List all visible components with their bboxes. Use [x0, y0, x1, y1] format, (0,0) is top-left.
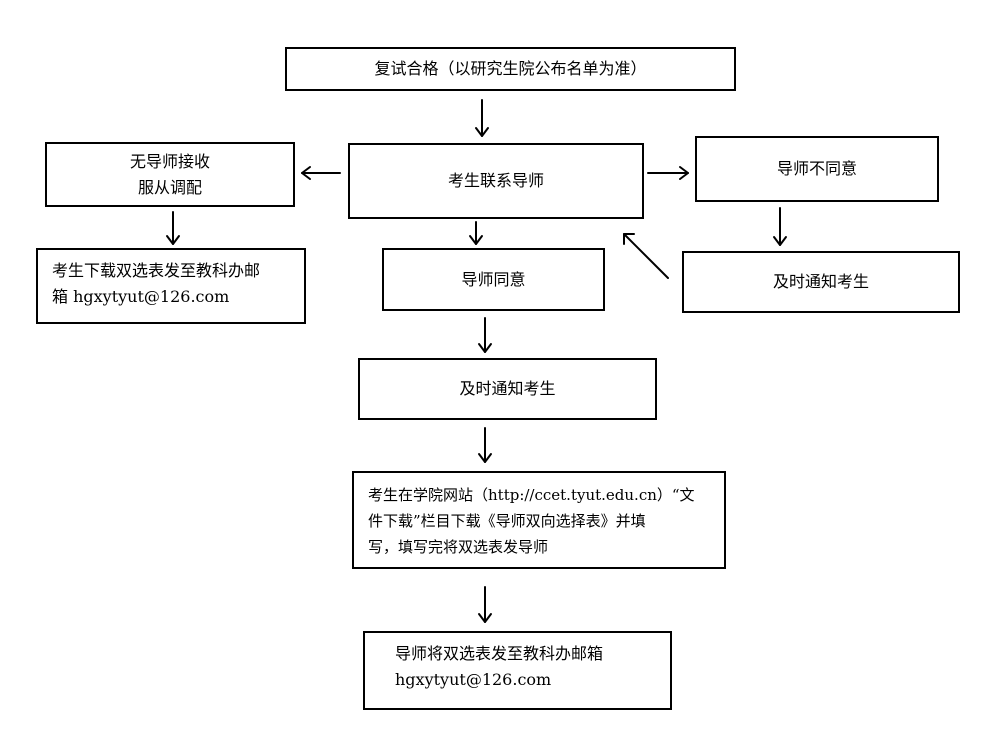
step-notify-student: 及时通知考生	[358, 358, 657, 420]
step-notify-student-text: 及时通知考生	[459, 379, 556, 398]
step-download-form-line-1: 考生在学院网站（http://ccet.tyut.edu.cn）“文	[368, 486, 695, 504]
step-contact-supervisor: 考生联系导师	[348, 143, 644, 219]
step-no-supervisor-line-1: 无导师接收	[129, 151, 210, 171]
step-no-supervisor-line-2: 服从调配	[137, 177, 202, 197]
step-download-send-office-line-2: 箱 hgxytyut@126.com	[52, 287, 230, 306]
step-supervisor-send-office: 导师将双选表发至教科办邮箱 hgxytyut@126.com	[363, 631, 672, 710]
arrow-contact-to-no-supervisor	[301, 166, 341, 180]
arrow-notify-to-download-form	[478, 427, 492, 463]
arrow-contact-to-agree	[469, 221, 483, 245]
arrow-disagree-to-notify	[773, 207, 787, 246]
step-download-send-office: 考生下载双选表发至教科办邮 箱 hgxytyut@126.com	[36, 248, 306, 324]
step-no-supervisor: 无导师接收 服从调配	[45, 142, 295, 207]
step-supervisor-send-office-line-2: hgxytyut@126.com	[395, 670, 552, 689]
arrow-download-form-to-supervisor-send	[478, 586, 492, 623]
step-download-send-office-line-1: 考生下载双选表发至教科办邮	[52, 261, 261, 280]
step-download-form: 考生在学院网站（http://ccet.tyut.edu.cn）“文 件下载”栏…	[352, 471, 726, 569]
step-contact-supervisor-text: 考生联系导师	[447, 171, 544, 190]
arrow-agree-to-notify	[478, 317, 492, 353]
step-supervisor-disagrees: 导师不同意	[695, 136, 939, 202]
step-retest-passed: 复试合格（以研究生院公布名单为准）	[285, 47, 736, 91]
arrow-contact-to-disagree	[647, 166, 689, 180]
step-download-form-line-3: 写，填写完将双选表发导师	[368, 538, 549, 556]
step-supervisor-agrees: 导师同意	[382, 248, 605, 311]
step-supervisor-agrees-text: 导师同意	[461, 269, 526, 289]
arrow-pass-to-contact	[475, 99, 489, 137]
step-retest-passed-text: 复试合格（以研究生院公布名单为准）	[374, 59, 647, 78]
step-notify-student-right: 及时通知考生	[682, 251, 960, 313]
arrow-notify-back-to-contact	[623, 233, 669, 279]
step-supervisor-send-office-line-1: 导师将双选表发至教科办邮箱	[395, 644, 604, 663]
arrow-no-supervisor-to-download	[166, 211, 180, 245]
step-notify-student-right-text: 及时通知考生	[772, 272, 869, 291]
step-supervisor-disagrees-text: 导师不同意	[776, 159, 857, 178]
step-download-form-line-2: 件下载”栏目下载《导师双向选择表》并填	[368, 512, 646, 530]
